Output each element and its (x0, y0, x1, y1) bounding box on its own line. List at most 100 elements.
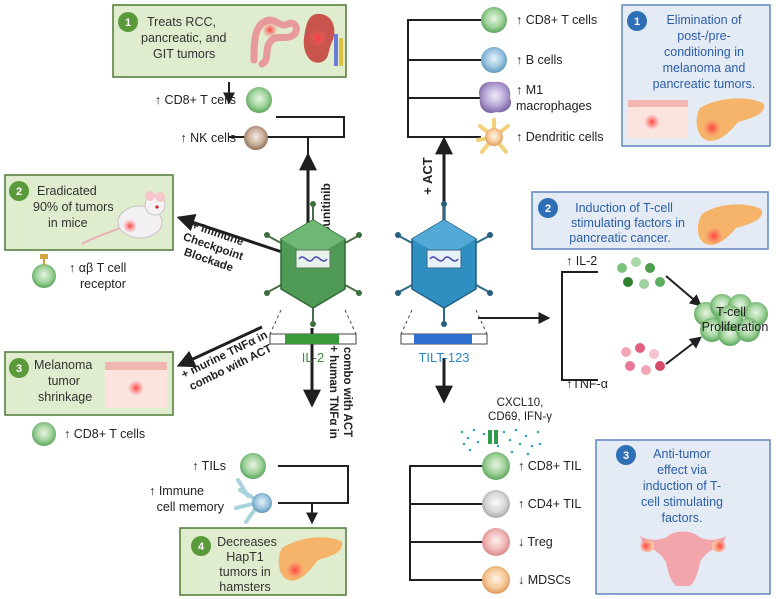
connector-line (278, 465, 349, 504)
dendritic-cell-icon (485, 128, 503, 146)
cd8-t-cell-icon (246, 87, 272, 113)
box-text: effect via (657, 463, 707, 477)
tilt-box-2: 2 Induction of T-cell stimulating factor… (531, 191, 769, 250)
box-number-badge (9, 181, 29, 201)
murine-tnf-arrow (176, 325, 263, 368)
tilt-cell-cd8-til: ↑ CD8+ TIL (482, 452, 581, 480)
box-text: post-/pre- (677, 29, 731, 43)
il2-cytokine-label: ↑ IL-2 (566, 254, 597, 268)
mouse-icon (81, 191, 166, 245)
checkpoint-label: + Immune Checkpoint Blockade (181, 219, 245, 274)
connector-line (229, 116, 345, 138)
il2-virus-icon (264, 201, 362, 345)
tilt-box-1: 1 Elimination of post-/pre- conditioning… (621, 4, 771, 147)
proliferation-label: T-cell (716, 305, 746, 319)
checkpoint-arrow (176, 214, 283, 254)
cell-label: ↑ αβ T cell (69, 261, 126, 275)
box-text: Induction of T-cell (575, 201, 673, 215)
il2-cell-memory: ↑ Immune cell memory (149, 478, 272, 524)
tilt-box-3: 3 Anti-tumor effect via induction of T- … (595, 439, 771, 595)
box-text: conditioning in (664, 45, 744, 59)
box-number: 4 (198, 541, 205, 553)
proliferation-label: Proliferation (702, 320, 769, 334)
treg-icon (482, 528, 510, 556)
box-number-badge (118, 12, 138, 32)
box-text: Melanoma (34, 358, 92, 372)
pancreas-icon (697, 204, 763, 245)
box-text: Treats RCC, (147, 15, 216, 29)
cell-label: ↑ NK cells (180, 131, 236, 145)
cd8-t-cell-icon (32, 422, 56, 446)
box-text: cell stimulating (641, 495, 723, 509)
il2-box-4: 4 Decreases HapT1 tumors in hamsters (179, 527, 347, 596)
box-text: stimulating factors in (571, 216, 685, 230)
box-text: pancreatic cancer. (569, 231, 670, 245)
cell-label: ↓ MDSCs (518, 573, 571, 587)
box-number-badge (191, 536, 211, 556)
cell-label: macrophages (516, 99, 592, 113)
il2-cell-ab-receptor: ↑ αβ T cell receptor (32, 254, 126, 291)
tilt-cell-b: ↑ B cells (481, 47, 563, 73)
box-text: tumor (48, 374, 80, 388)
box-number: 1 (125, 17, 131, 29)
cell-label: ↑ CD8+ TIL (518, 459, 581, 473)
arrow-label-line: + human TNFα in (327, 345, 339, 439)
b-cell-icon (481, 47, 507, 73)
cd8-til-icon (482, 452, 510, 480)
cell-label: ↑ TILs (192, 459, 226, 473)
box-text: 90% of tumors (33, 200, 114, 214)
kidney-icon (303, 13, 343, 66)
connector-line (409, 465, 490, 581)
secreted-factors-label: CXCL10, (497, 397, 544, 409)
tilt-cell-cd8: ↑ CD8+ T cells (481, 7, 597, 33)
box-text: tumors in (219, 565, 270, 579)
tilt-cell-cd4-til: ↑ CD4+ TIL (482, 490, 581, 518)
tilt-cell-mdsc: ↓ MDSCs (482, 566, 571, 594)
box-number: 2 (545, 203, 551, 215)
cell-label: ↑ CD4+ TIL (518, 497, 581, 511)
cell-label: receptor (80, 277, 126, 291)
cd4-til-icon (482, 490, 510, 518)
skin-tissue-icon (105, 362, 167, 408)
secretion-dots (460, 428, 542, 456)
pancreas-icon (696, 98, 765, 141)
mdsc-icon (482, 566, 510, 594)
nk-cell-icon (244, 126, 268, 150)
skin-tissue-icon (628, 100, 688, 138)
tnf-cytokine-label: ↑TNF-α (566, 377, 608, 391)
box-text: melanoma and (663, 61, 746, 75)
il2-box-3: 3 Melanoma tumor shrinkage (4, 351, 174, 416)
til-cell-icon (240, 453, 266, 479)
pancreas-icon (278, 537, 343, 581)
secretion-channel-icon (488, 430, 498, 444)
cell-label: ↑ Immune (149, 484, 204, 498)
box-text: Elimination of (666, 13, 742, 27)
cell-label: ↓ Treg (518, 535, 553, 549)
il2-label: IL-2 (302, 350, 324, 365)
murine-tnf-label: + murine TNFα in combo with ACT (180, 329, 274, 393)
il2-cell-cd8-mid: ↑ CD8+ T cells (32, 422, 145, 446)
cell-label: ↑ CD8+ T cells (64, 427, 145, 441)
box-text: HapT1 (226, 550, 264, 564)
cd8-t-cell-icon (481, 7, 507, 33)
box-text: Anti-tumor (653, 447, 711, 461)
box-number-badge (616, 445, 636, 465)
box-text: factors. (662, 511, 703, 525)
act-label: + ACT (420, 157, 435, 194)
tilt-label: TILT-123 (418, 350, 469, 365)
box-number: 2 (16, 186, 22, 198)
il2-box-1: 1 Treats RCC, pancreatic, and GIT tumors (112, 4, 347, 78)
box-text: pancreatic, and (141, 31, 227, 45)
proliferation-arrow (665, 275, 702, 307)
cell-label: cell memory (157, 500, 225, 514)
intestine-icon (250, 16, 300, 68)
il2-cell-nk: ↑ NK cells (180, 126, 268, 150)
uterus-icon (639, 531, 727, 586)
box-number: 3 (16, 363, 22, 375)
il2-cell-tils: ↑ TILs (192, 453, 266, 479)
connector-line (407, 19, 481, 138)
arrow-label-line: combo with ACT (341, 347, 353, 437)
box-text: shrinkage (38, 390, 92, 404)
memory-cell-icon (234, 478, 262, 524)
